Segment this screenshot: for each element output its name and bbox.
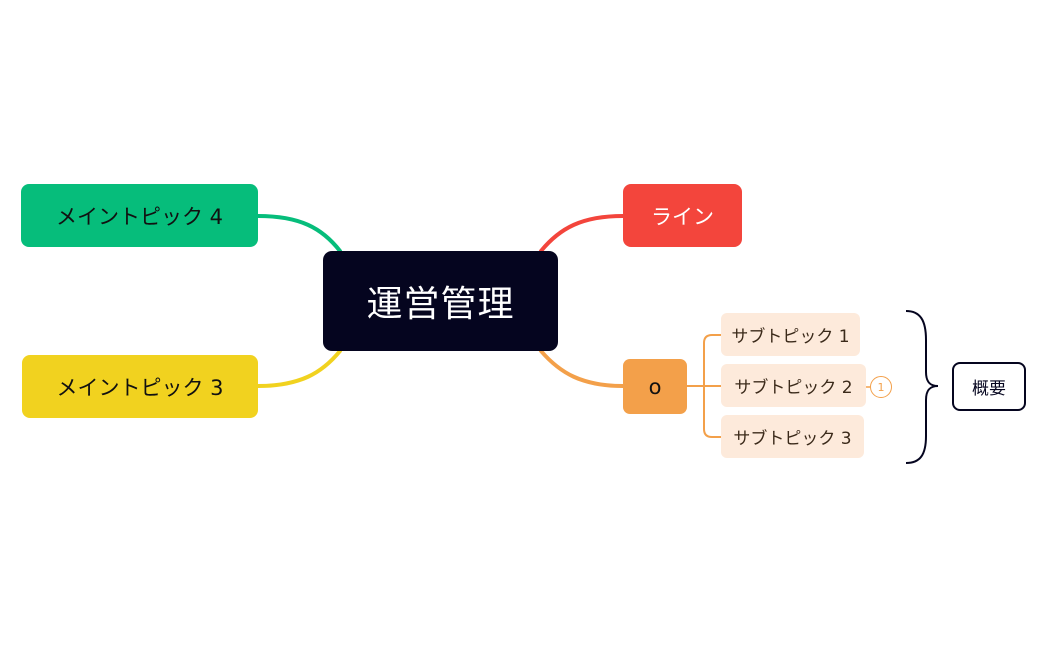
summary-node[interactable]: 概要 (952, 362, 1026, 411)
subtopic-2[interactable]: サブトピック 2 (721, 364, 866, 407)
central-topic[interactable]: 運営管理 (323, 251, 558, 351)
connector-sub-1 (703, 334, 721, 386)
main-topic-line[interactable]: ライン (623, 184, 742, 247)
connector-bottom-left (256, 349, 342, 388)
summary-brace (905, 310, 939, 464)
connector-bottom-right (539, 349, 625, 388)
main-topic-o[interactable]: o (623, 359, 687, 414)
subtopic-count-badge[interactable]: 1 (870, 376, 892, 398)
main-topic-4[interactable]: メイントピック 4 (21, 184, 258, 247)
connector-top-right (539, 214, 625, 253)
subtopic-1[interactable]: サブトピック 1 (721, 313, 860, 356)
connector-top-left (256, 214, 342, 253)
main-topic-3[interactable]: メイントピック 3 (22, 355, 258, 418)
connector-sub-3 (703, 386, 721, 438)
subtopic-3[interactable]: サブトピック 3 (721, 415, 864, 458)
